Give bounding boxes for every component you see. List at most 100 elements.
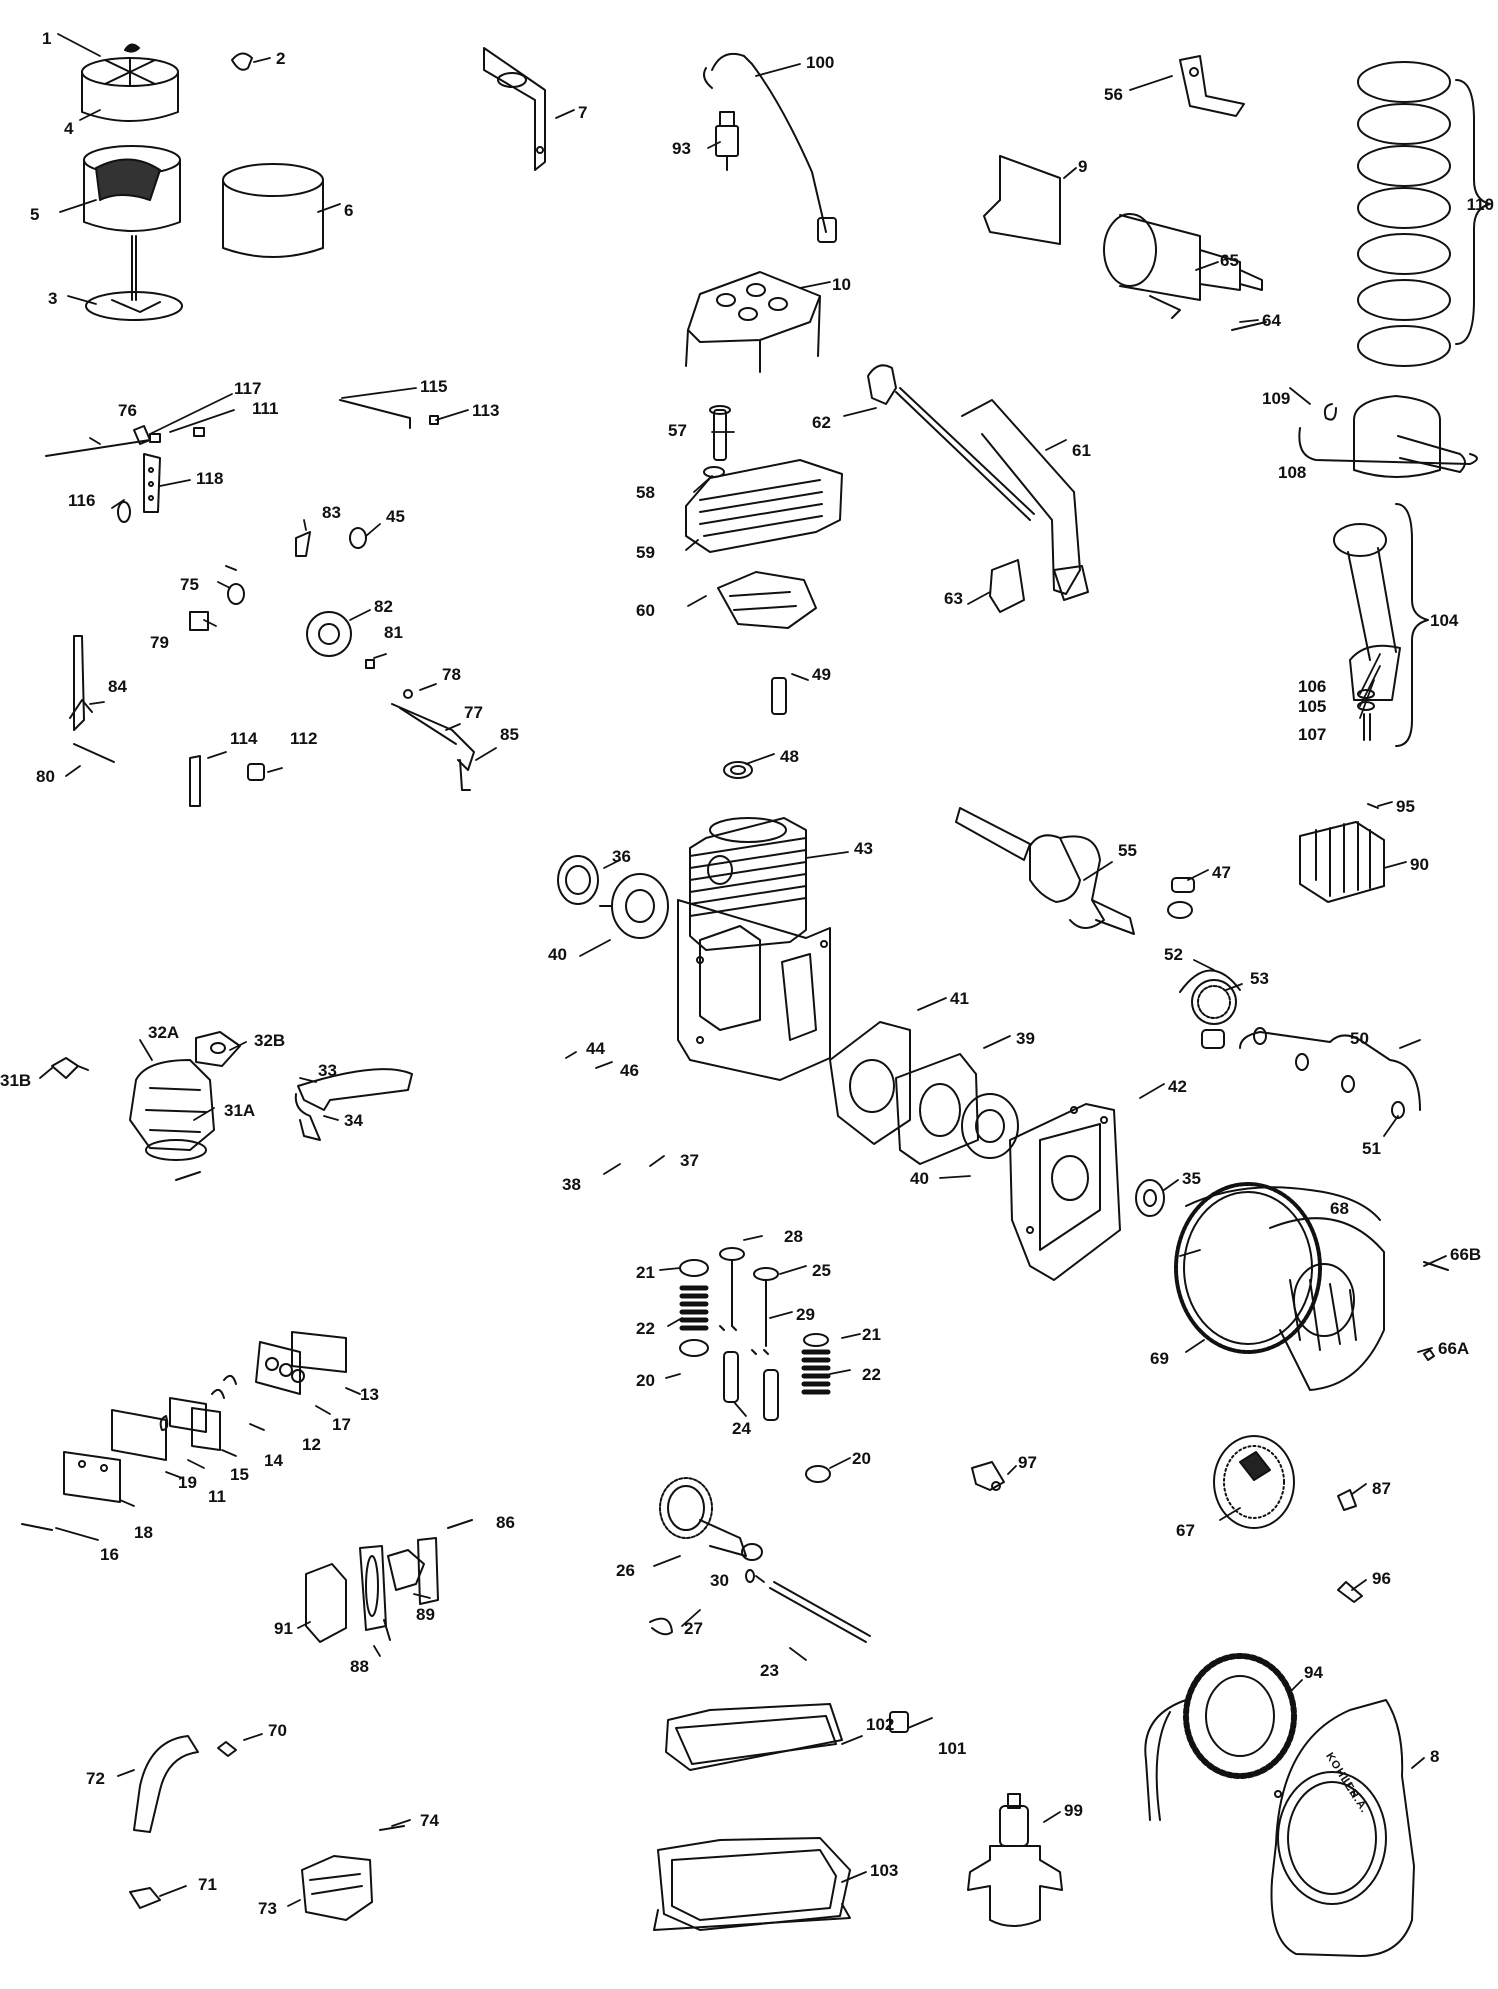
part-label-39: 39 xyxy=(1016,1029,1035,1048)
part-label-21-left: 21 xyxy=(636,1263,655,1282)
part-label-45: 45 xyxy=(386,507,405,526)
part-label-111: 111 xyxy=(252,399,279,418)
part-label-110: 110 xyxy=(1466,195,1494,214)
part-label-58: 58 xyxy=(636,483,655,502)
bracket-56 xyxy=(1179,55,1245,117)
part-label-84: 84 xyxy=(108,677,127,696)
part-label-118: 118 xyxy=(196,469,224,488)
part-label-74: 74 xyxy=(420,1811,439,1830)
cylinder-block xyxy=(677,817,831,1081)
part-label-100: 100 xyxy=(806,53,835,72)
piston-rings xyxy=(1357,61,1491,367)
part-label-115: 115 xyxy=(420,377,448,396)
part-label-73: 73 xyxy=(258,1899,277,1918)
oil-fill-parts xyxy=(867,364,1089,613)
cylinder-head xyxy=(685,405,843,629)
bracket-7 xyxy=(483,47,546,171)
breather-group xyxy=(21,1331,347,1531)
part-label-66B: 66B xyxy=(1450,1245,1482,1264)
part-label-97: 97 xyxy=(1018,1453,1037,1472)
part-label-99: 99 xyxy=(1064,1801,1083,1820)
part-label-24: 24 xyxy=(732,1419,751,1438)
part-label-33: 33 xyxy=(318,1061,337,1080)
part-label-41: 41 xyxy=(950,989,969,1008)
part-label-6: 6 xyxy=(344,201,354,220)
part-label-32A: 32A xyxy=(148,1023,180,1042)
part-label-13: 13 xyxy=(360,1385,379,1404)
part-label-32B: 32B xyxy=(254,1031,286,1050)
crankshaft xyxy=(955,807,1195,935)
part-label-116: 116 xyxy=(68,491,96,510)
part-label-61: 61 xyxy=(1072,441,1091,460)
part-label-79: 79 xyxy=(150,633,169,652)
part-label-101: 101 xyxy=(938,1739,967,1758)
part-label-36: 36 xyxy=(612,847,631,866)
alternator-stator xyxy=(1144,1653,1297,1821)
part-label-85: 85 xyxy=(500,725,519,744)
part-label-35: 35 xyxy=(1182,1169,1201,1188)
part-label-31B: 31B xyxy=(0,1071,32,1090)
part-label-22-right: 22 xyxy=(862,1365,881,1384)
part-label-103: 103 xyxy=(870,1861,899,1880)
part-label-66A: 66A xyxy=(1438,1339,1470,1358)
part-label-76: 76 xyxy=(118,401,137,420)
part-label-75: 75 xyxy=(180,575,199,594)
part-label-37: 37 xyxy=(680,1151,699,1170)
part-label-95: 95 xyxy=(1396,797,1415,816)
part-label-26: 26 xyxy=(616,1561,635,1580)
camshaft xyxy=(649,1477,871,1643)
part-label-31A: 31A xyxy=(224,1101,256,1120)
part-label-70: 70 xyxy=(268,1721,287,1740)
part-label-21-right: 21 xyxy=(862,1325,881,1344)
head-cover-10 xyxy=(685,271,821,373)
piston xyxy=(1298,395,1478,478)
carburetor-group xyxy=(51,1031,413,1181)
part-label-46: 46 xyxy=(620,1061,639,1080)
part-label-72: 72 xyxy=(86,1769,105,1788)
part-label-12: 12 xyxy=(302,1435,321,1454)
part-label-77: 77 xyxy=(464,703,483,722)
part-label-2: 2 xyxy=(276,49,286,68)
part-label-20-left: 20 xyxy=(636,1371,655,1390)
part-label-87: 87 xyxy=(1372,1479,1391,1498)
part-label-114: 114 xyxy=(230,729,258,748)
part-label-80: 80 xyxy=(36,767,55,786)
part-label-53: 53 xyxy=(1250,969,1269,988)
air-cleaner-group xyxy=(81,43,324,321)
part-label-91: 91 xyxy=(274,1619,293,1638)
part-label-14: 14 xyxy=(264,1451,283,1470)
part-label-94: 94 xyxy=(1304,1663,1323,1682)
part-label-81: 81 xyxy=(384,623,403,642)
pin-and-seal xyxy=(723,677,787,779)
oil-pan xyxy=(653,1703,909,1931)
part-label-52: 52 xyxy=(1164,945,1183,964)
part-label-10: 10 xyxy=(832,275,851,294)
fuel-shutoff-97 xyxy=(971,1461,1005,1491)
part-label-89: 89 xyxy=(416,1605,435,1624)
part-label-68: 68 xyxy=(1330,1199,1349,1218)
governor-linkage xyxy=(45,399,475,807)
flywheel xyxy=(1174,1182,1449,1391)
connecting-rod xyxy=(1333,503,1429,747)
part-label-11: 11 xyxy=(208,1487,226,1506)
closure-plate xyxy=(961,1093,1165,1281)
part-label-28: 28 xyxy=(784,1227,803,1246)
valve-train xyxy=(679,1247,831,1483)
part-label-40-left: 40 xyxy=(548,945,567,964)
part-label-112: 112 xyxy=(290,729,318,748)
shroud-9 xyxy=(983,155,1061,245)
fuel-line-group xyxy=(129,1735,405,1921)
part-label-78: 78 xyxy=(442,665,461,684)
part-label-102: 102 xyxy=(866,1715,895,1734)
fuel-pump-parts xyxy=(305,1519,473,1643)
starter-motor xyxy=(1103,213,1267,331)
part-label-16: 16 xyxy=(100,1545,119,1564)
part-label-55: 55 xyxy=(1118,841,1137,860)
part-label-57: 57 xyxy=(668,421,687,440)
part-label-59: 59 xyxy=(636,543,655,562)
part-label-44: 44 xyxy=(586,1039,605,1058)
part-label-71: 71 xyxy=(198,1875,217,1894)
part-label-38: 38 xyxy=(562,1175,581,1194)
part-label-30: 30 xyxy=(710,1571,729,1590)
